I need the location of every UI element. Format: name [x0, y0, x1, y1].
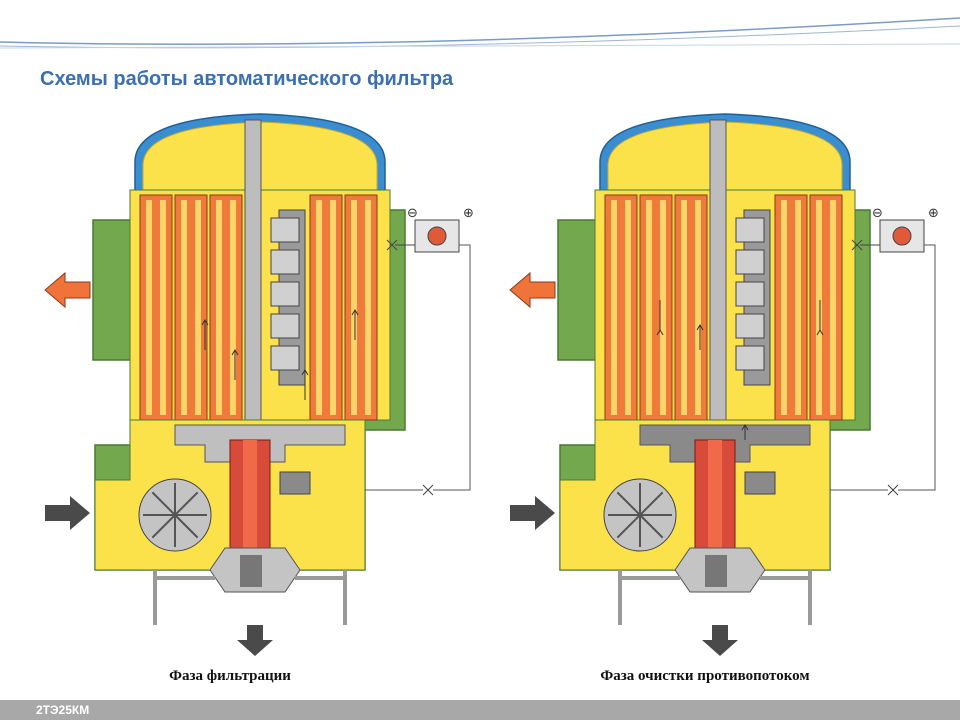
page-title: Схемы работы автоматического фильтра: [40, 68, 454, 90]
caption-backflush: Фаза очистки противопотоком: [600, 668, 810, 684]
caption-filtration: Фаза фильтрации: [169, 668, 291, 684]
filter-diagram-filtration: ⊖⊕: [44, 113, 474, 656]
footer-bar: 2ТЭ25КМ: [0, 700, 960, 720]
header-decoration: [0, 17, 960, 49]
filter-diagram-backflush: ⊖⊕: [509, 113, 939, 656]
svg-text:⊖: ⊖: [407, 206, 418, 221]
svg-text:⊖: ⊖: [872, 206, 883, 221]
svg-text:⊕: ⊕: [928, 206, 939, 221]
footer-label: 2ТЭ25КМ: [36, 703, 90, 717]
svg-text:⊕: ⊕: [463, 206, 474, 221]
